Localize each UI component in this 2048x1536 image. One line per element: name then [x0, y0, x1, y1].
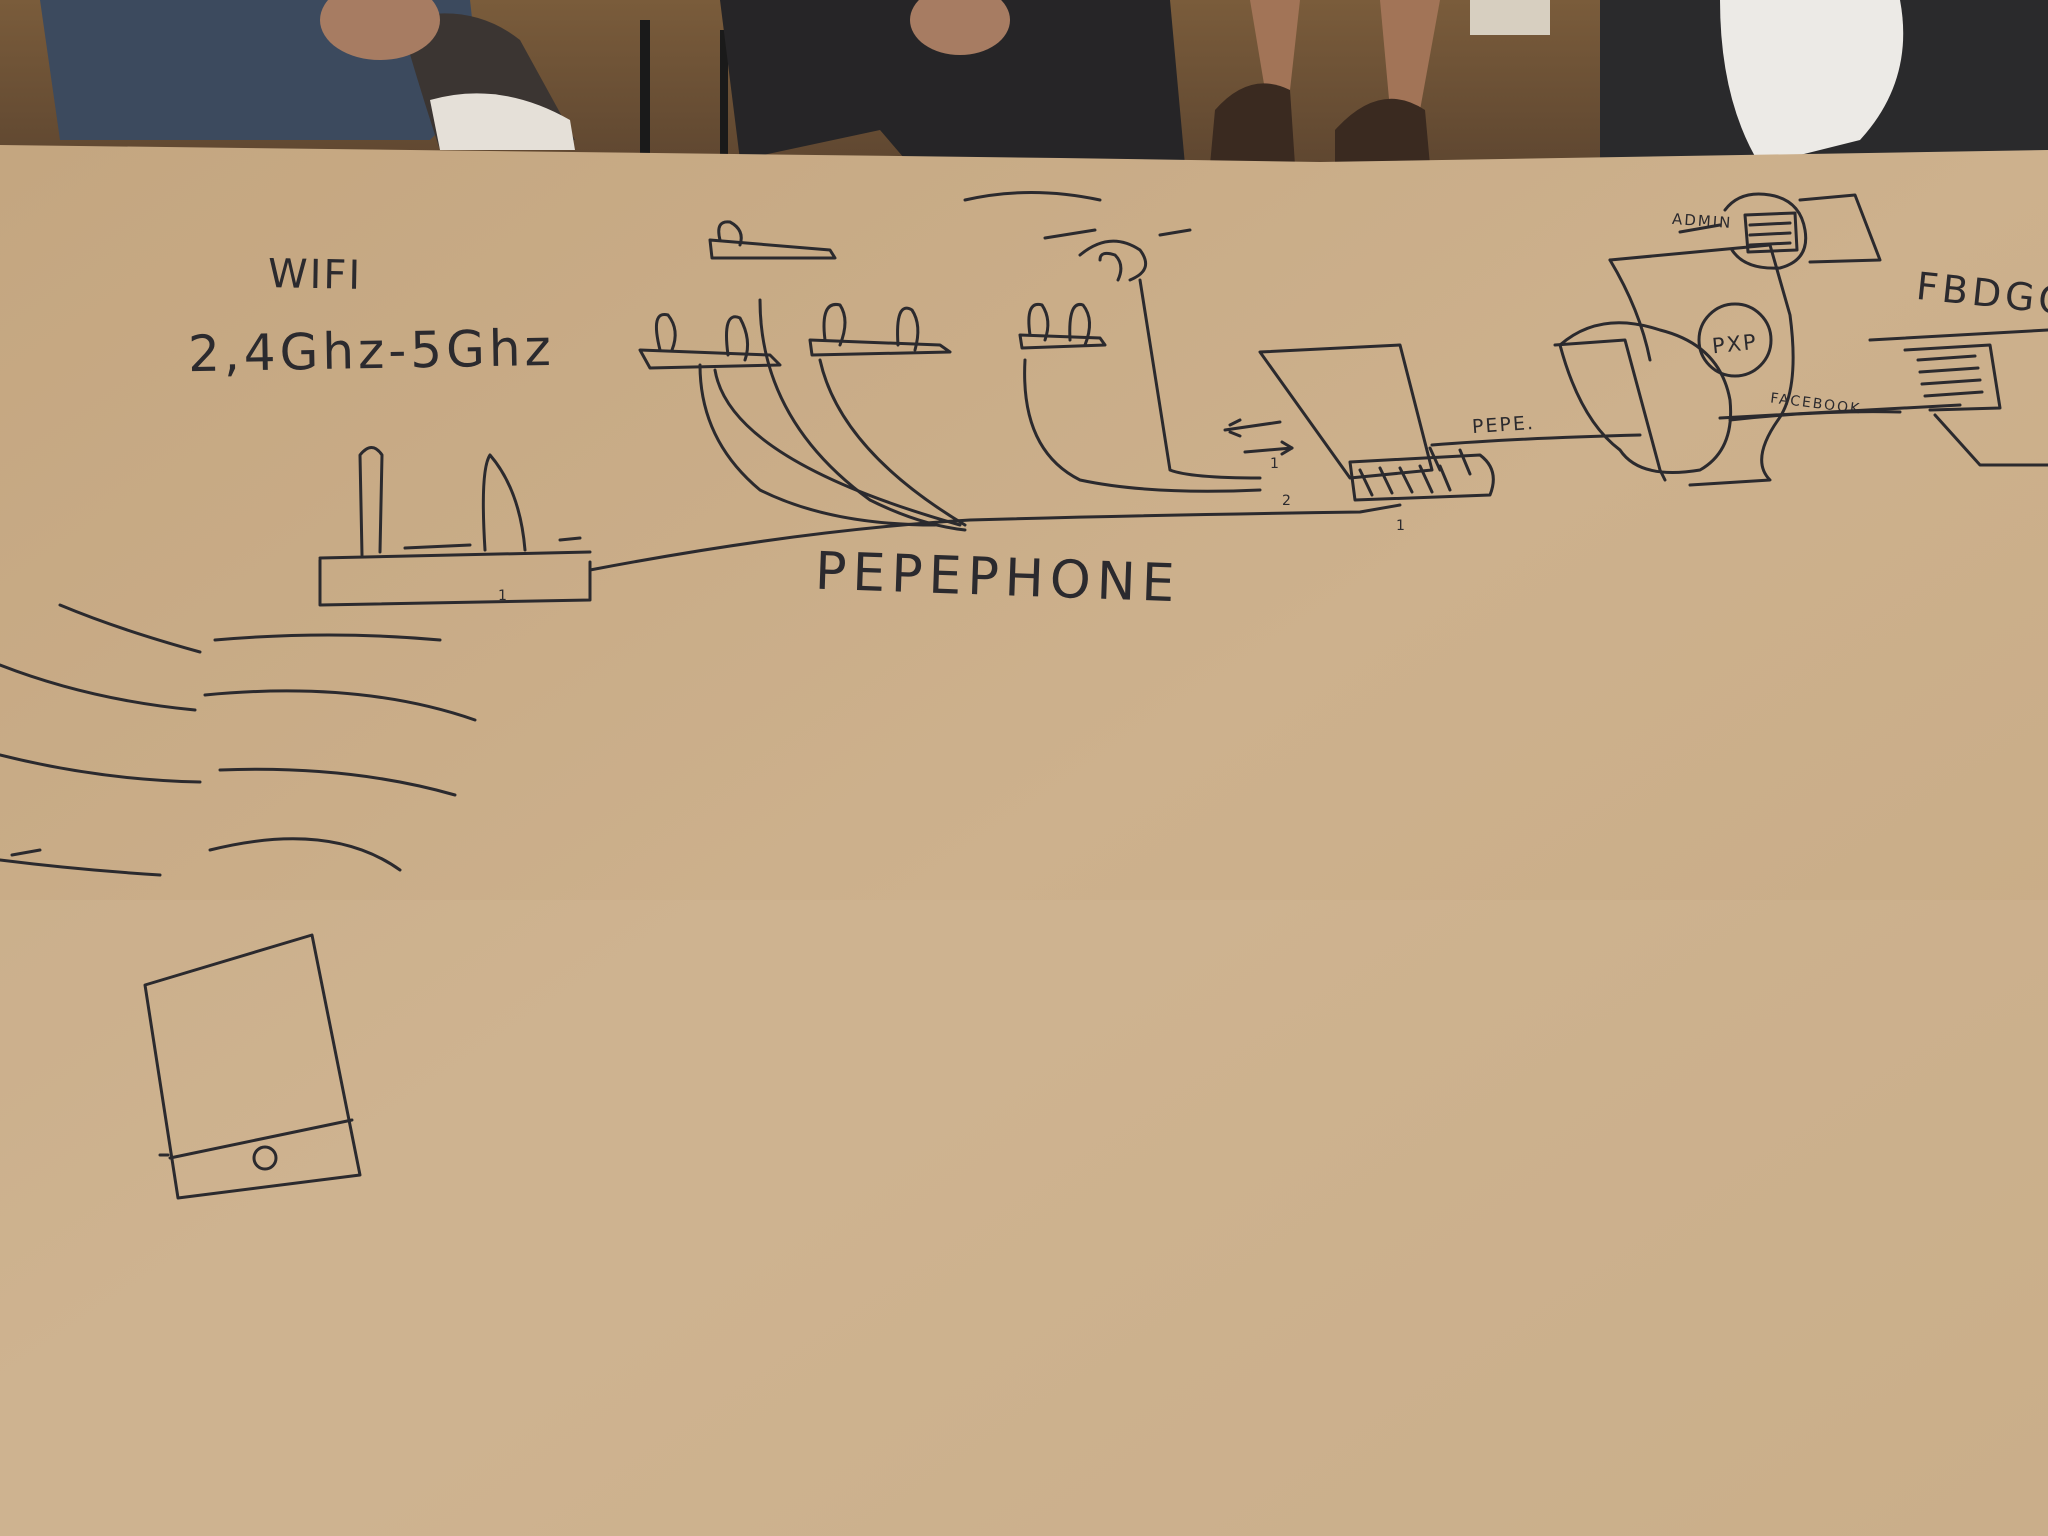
smartphone-icon	[143, 933, 362, 1200]
cloud-icon	[1553, 192, 1962, 487]
mark-number: 1	[1270, 456, 1279, 472]
mark-number: 1	[1396, 518, 1405, 534]
label-wifi: WIFI	[267, 251, 363, 299]
isp-line	[588, 503, 1402, 572]
mark-number: 2	[1282, 493, 1291, 509]
arrow-icon	[1223, 418, 1294, 456]
server-box-icon	[1258, 343, 1495, 502]
label-pepe-link: PEPE.	[1471, 411, 1536, 439]
background-people	[0, 0, 2048, 170]
cell-tower-icon	[638, 191, 1262, 532]
label-isp: PEPEPHONE	[814, 541, 1182, 615]
label-frequency-band: 2,4Ghz-5Ghz	[187, 318, 556, 384]
router-icon	[318, 446, 592, 607]
wifi-waves-icon	[0, 603, 477, 877]
link-line	[1430, 433, 1642, 447]
website-icon	[1868, 328, 2048, 467]
label-pxp: PXP	[1710, 329, 1759, 359]
mark-number: 1	[498, 588, 507, 604]
